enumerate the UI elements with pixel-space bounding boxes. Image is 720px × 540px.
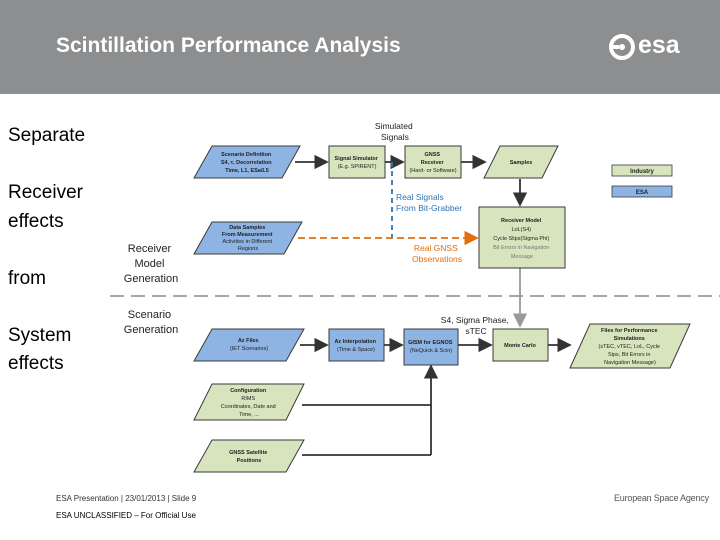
node-samples — [483, 145, 559, 179]
legend-esa-swatch — [611, 185, 673, 198]
node-samples-text: Samples — [510, 160, 533, 166]
s4-label: S4, Sigma Phase, sTEC — [441, 315, 511, 336]
real-gnss-label: Real GNSS Observations — [412, 243, 462, 264]
flow-diagram: Receiver Model Generation Scenario Gener… — [110, 121, 720, 473]
node-az-files-text: Az Files (IET Scenarios) — [230, 338, 268, 352]
side-line: from — [8, 267, 46, 289]
node-scenario-definition-text: Scenario Definition S4, τ, Decorrelation… — [221, 152, 273, 174]
side-line: Separate — [8, 125, 86, 146]
side-line: System — [8, 324, 72, 346]
node-signal-simulator — [328, 145, 386, 179]
node-signal-simulator-text: Signal Simulator (E.g. SPIRENT) — [335, 156, 380, 170]
footer-presentation: ESA Presentation | 23/01/2013 | Slide 9 — [56, 494, 197, 503]
node-files-performance — [569, 323, 691, 369]
node-az-files — [193, 328, 305, 362]
header-bar: Scintillation Performance Analysis esa — [0, 0, 720, 94]
node-receiver-model-text: Receiver Model LoL(S4) Cycle Slips(Sigma… — [493, 218, 551, 260]
legend-esa-label: ESA — [636, 190, 649, 196]
footer-agency: European Space Agency — [614, 493, 709, 503]
node-monte-carlo — [492, 328, 549, 362]
node-az-interpolation — [328, 328, 385, 362]
node-gnss-receiver-text: GNSS Receiver (Hard- or Software) — [409, 152, 456, 174]
footer-classification: ESA UNCLASSIFIED – For Official Use — [56, 511, 196, 520]
node-data-samples-text: Data Samples From Measurement Activities… — [222, 225, 274, 252]
node-configuration — [193, 383, 305, 421]
side-line: effects — [8, 353, 64, 374]
side-line: Receiver — [8, 182, 83, 203]
node-gism — [403, 328, 459, 366]
side-line: effects — [8, 210, 64, 232]
legend-industry-label: Industry — [630, 169, 654, 175]
scenario-section-label: Scenario Generation — [124, 309, 178, 336]
legend-industry-swatch — [611, 164, 673, 177]
node-monte-carlo-text: Monte Carlo — [504, 343, 536, 349]
node-configuration-text: Configuration RIMS Coordinates, Date and… — [221, 388, 278, 418]
arrow-config-to-gism — [302, 364, 439, 406]
node-gism-text: GISM for EGNOS (NeQuick & Scin) — [408, 340, 454, 354]
side-text: Separate Receiver effects from System ef… — [8, 122, 108, 379]
node-receiver-model — [478, 206, 566, 269]
page-title: Scintillation Performance Analysis — [56, 34, 401, 57]
node-scenario-definition — [193, 145, 301, 179]
receiver-section-label: Receiver Model Generation — [124, 243, 178, 285]
node-gnss-satellite — [193, 439, 305, 473]
real-signals-label: Real Signals From Bit-Grabber — [396, 192, 462, 213]
node-data-samples — [193, 221, 303, 255]
esa-logo-text: esa — [638, 31, 680, 59]
node-files-performance-text: Files for Performance Simulations (sTEC,… — [599, 328, 662, 366]
node-gnss-receiver — [404, 145, 462, 179]
esa-logo-icon — [609, 34, 635, 60]
simulated-signals-label: Simulated Signals — [375, 121, 415, 142]
node-az-interpolation-text: Az Interpolation (Time & Space) — [334, 339, 377, 353]
node-gnss-satellite-text: GNSS Satellite Positions — [229, 450, 269, 464]
